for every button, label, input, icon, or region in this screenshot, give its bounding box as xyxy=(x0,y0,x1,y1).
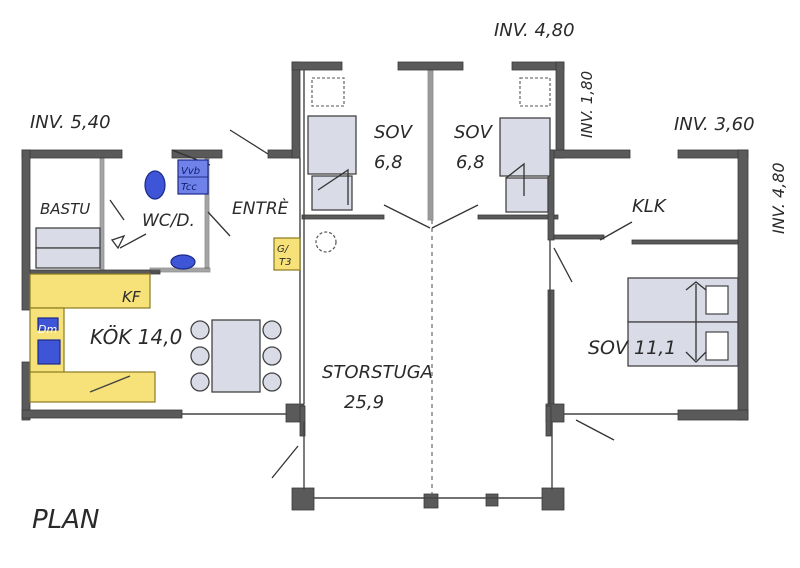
bastu-bench-lower xyxy=(35,247,101,269)
kitchen-counters xyxy=(29,273,156,403)
label-tcc: Tcc xyxy=(181,182,197,193)
stove-circle xyxy=(315,231,337,253)
label-bastu: BASTU xyxy=(40,200,90,218)
wall-left-upper xyxy=(21,149,31,311)
wall-top-left-b xyxy=(171,149,223,159)
counter-top xyxy=(29,273,151,309)
chair xyxy=(190,346,210,366)
label-sov-left-area: 6,8 xyxy=(374,152,403,173)
bedding-fold xyxy=(505,162,525,196)
label-kf: KF xyxy=(122,288,141,306)
post-lower-left xyxy=(299,405,306,437)
shower-drain-icon xyxy=(110,234,126,250)
label-inv-360: INV. 3,60 xyxy=(674,114,755,135)
label-gt-t: T3 xyxy=(279,257,291,268)
chair xyxy=(262,372,282,392)
dining-set xyxy=(190,319,282,393)
bedroom-right-furniture xyxy=(627,277,739,367)
label-entre: ENTRÈ xyxy=(232,197,289,219)
label-sov-mid-area: 6,8 xyxy=(456,152,485,173)
washbasin-icon xyxy=(170,254,196,270)
wall-klk-bottom-a xyxy=(553,234,605,240)
wall-sov-mid-bottom xyxy=(477,214,559,220)
post-porch-mid-b xyxy=(485,493,499,507)
label-inv-480-top: INV. 4,80 xyxy=(494,20,575,41)
double-arrow xyxy=(685,281,707,363)
post-porch-left xyxy=(291,487,315,511)
label-sov-left: SOV xyxy=(374,122,414,143)
bed-mid xyxy=(499,117,551,177)
label-inv-540: INV. 5,40 xyxy=(30,112,111,133)
label-storstuga-area: 25,9 xyxy=(344,392,384,413)
label-inv-180: INV. 1,80 xyxy=(578,71,596,138)
counter-bottom xyxy=(29,371,156,403)
label-plan: PLAN xyxy=(32,505,99,535)
label-dm: Dm xyxy=(38,323,57,336)
chair xyxy=(190,372,210,392)
chair xyxy=(262,346,282,366)
label-gt-g: G/ xyxy=(277,244,290,255)
construction-lines xyxy=(182,70,678,499)
dishwasher-icon xyxy=(37,317,59,331)
label-sov-mid: SOV xyxy=(454,122,494,143)
wall-bedroom-divider xyxy=(427,69,434,221)
wall-center-top-left xyxy=(291,61,343,71)
wall-center-right-upper xyxy=(555,61,565,159)
sink-icon xyxy=(37,339,61,365)
wall-center-left-upper xyxy=(291,61,301,159)
post-porch-mid xyxy=(423,493,439,509)
wall-bastu-kitchen xyxy=(29,269,161,275)
wall-right-outer xyxy=(737,149,749,421)
labels: INV. 5,40 INV. 4,80 INV. 1,80 INV. 3,60 … xyxy=(30,20,788,535)
dining-table xyxy=(211,319,261,393)
bedroom-left-furniture xyxy=(307,77,357,211)
bedroom-mid-furniture xyxy=(499,77,551,213)
wall-bottom-left xyxy=(21,409,183,419)
label-klk: KLK xyxy=(632,196,667,217)
label-vvb: Vvb xyxy=(181,166,200,177)
label-inv-480-side: INV. 4,80 xyxy=(769,162,788,234)
wall-top-left xyxy=(21,149,123,159)
chair xyxy=(190,320,210,340)
wall-right-top-a xyxy=(547,149,631,159)
wall-center-top-mid xyxy=(397,61,464,71)
chair xyxy=(262,320,282,340)
bedding-fold xyxy=(317,168,349,205)
bed-left xyxy=(307,115,357,175)
wall-klk-bottom-b xyxy=(631,239,739,245)
label-sov-right: SOV 11,1 xyxy=(588,337,676,359)
gt3-cabinet xyxy=(273,237,301,271)
wall-bastu-right xyxy=(99,157,105,271)
bastu-benches xyxy=(35,227,101,269)
toilet-icon xyxy=(144,170,166,200)
bastu-bench-upper xyxy=(35,227,101,249)
label-wcd: WC/D. xyxy=(142,211,195,231)
label-storstuga: STORSTUGA xyxy=(322,362,433,383)
bed-mid-foot xyxy=(505,177,549,213)
label-kok: KÖK 14,0 xyxy=(90,325,182,349)
post-porch-right xyxy=(541,487,565,511)
wall-right-inner-lower xyxy=(547,289,555,411)
post-lower-right xyxy=(545,405,552,437)
wall-right-top-b xyxy=(677,149,749,159)
wall-sov-left-bottom xyxy=(301,214,385,220)
wall-right-bottom xyxy=(677,409,749,421)
bed-left-foot xyxy=(311,175,353,211)
